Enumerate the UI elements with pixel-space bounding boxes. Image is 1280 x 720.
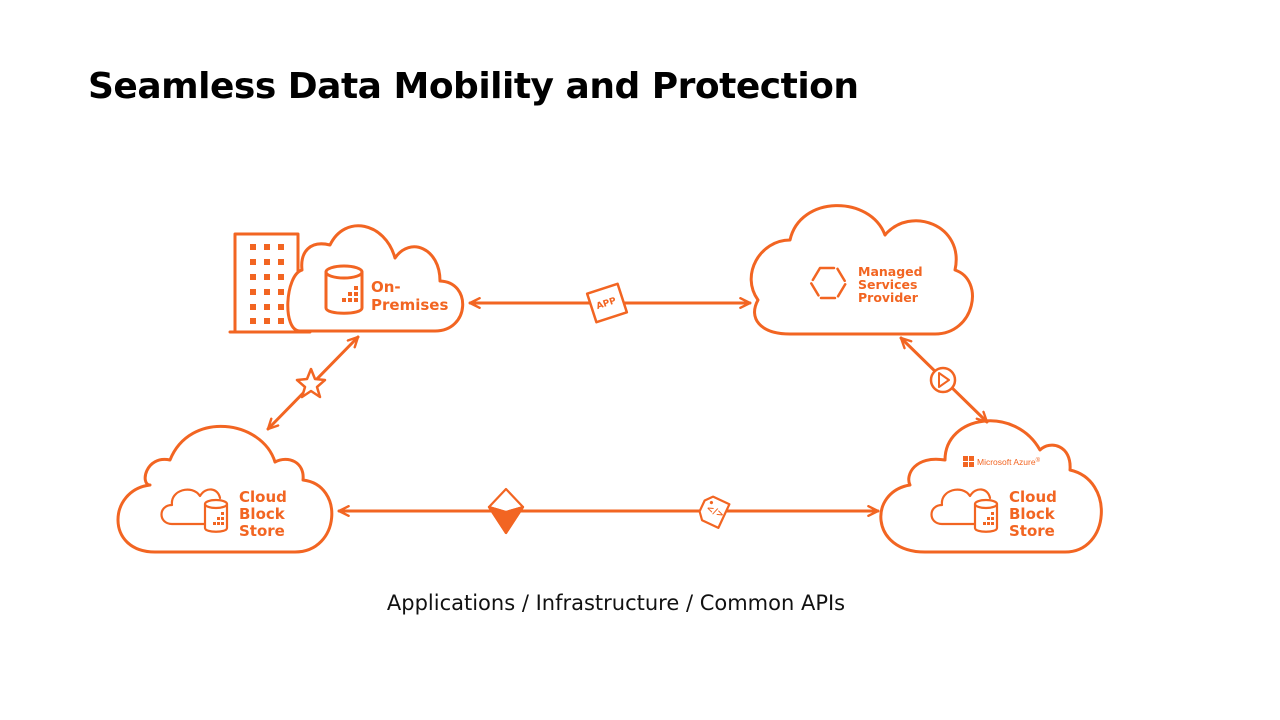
cloud-block-store-azure-cloud (879, 419, 1103, 554)
cloud-block-store-left-label: Cloud Block Store (239, 488, 292, 540)
code-tag-icon (698, 495, 731, 529)
cube-icon (487, 487, 525, 535)
cloud-block-store-azure-label: Cloud Block Store (1009, 488, 1062, 540)
on-premises-cloud (286, 224, 465, 333)
microsoft-logo-icon (963, 456, 974, 467)
cloud-database-icon (160, 488, 229, 533)
database-icon (324, 264, 364, 315)
building-icon (228, 232, 312, 334)
managed-services-label: Managed Services Provider (858, 264, 927, 305)
diagram-caption: Applications / Infrastructure / Common A… (386, 591, 846, 615)
page-title: Seamless Data Mobility and Protection (88, 66, 859, 107)
managed-services-cloud (749, 204, 974, 336)
on-premises-label: On- Premises (371, 278, 448, 314)
azure-badge: Microsoft Azure® (977, 457, 1041, 467)
cloud-block-store-left-cloud (116, 425, 334, 554)
hexagon-icon (809, 266, 848, 300)
app-tag-icon (585, 282, 629, 324)
play-circle-icon (929, 366, 957, 394)
star-icon (295, 367, 327, 399)
cloud-database-icon (930, 488, 999, 533)
